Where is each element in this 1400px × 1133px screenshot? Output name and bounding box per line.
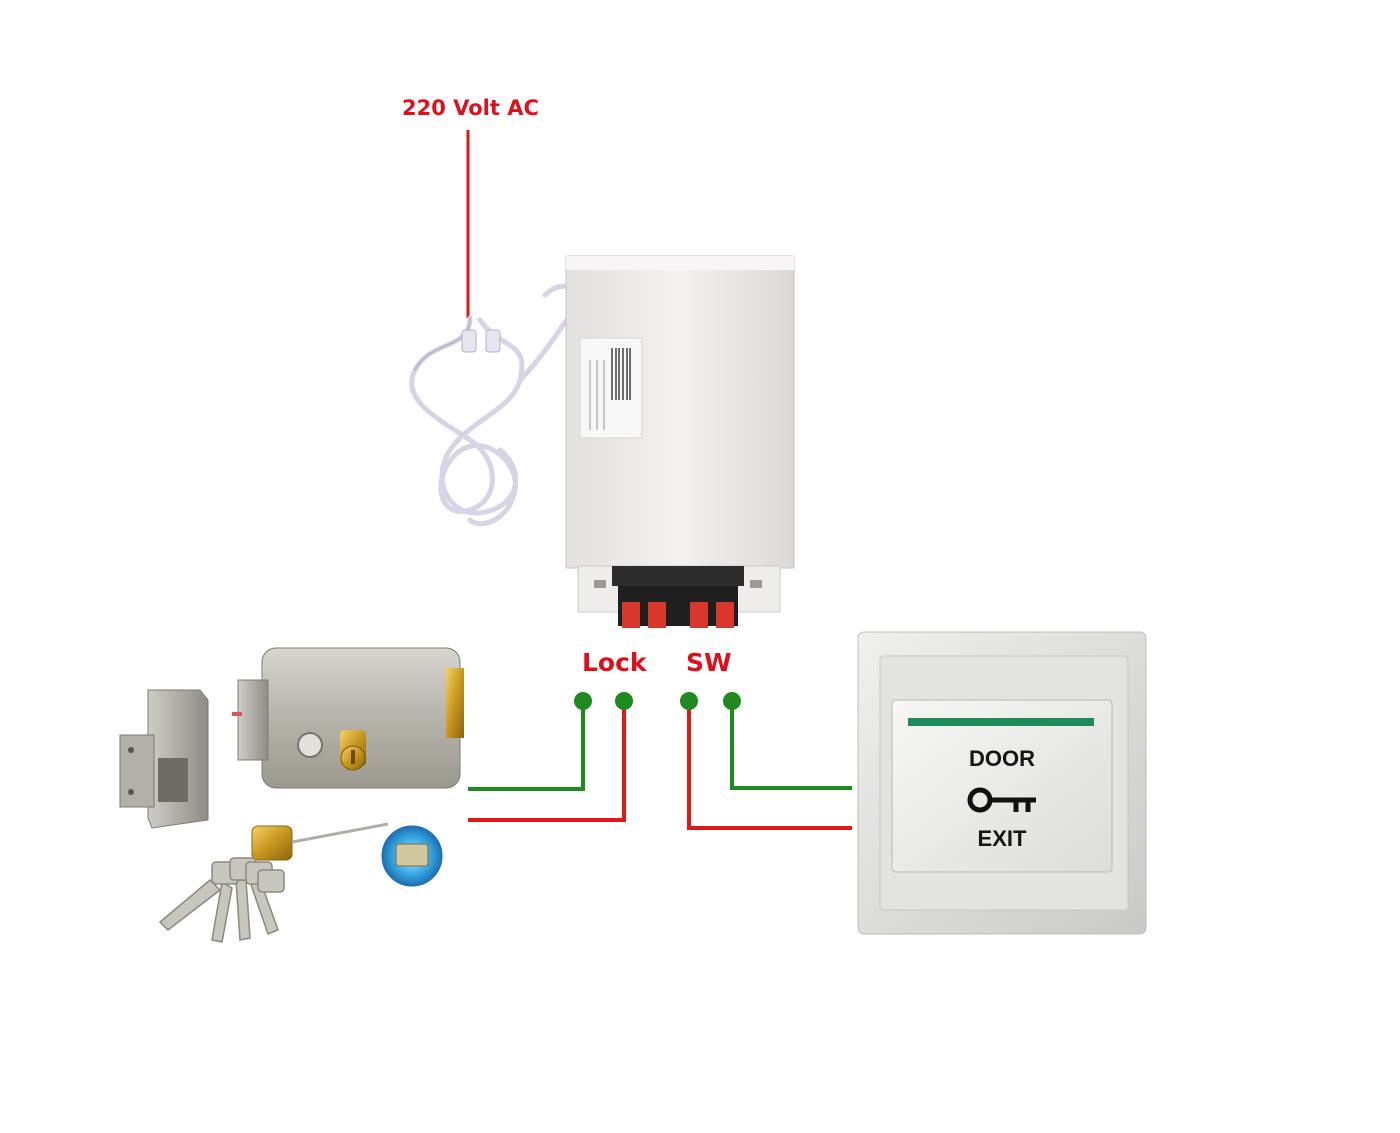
spare-cylinder-icon (251, 822, 389, 861)
switch-terminal-1 (680, 692, 698, 710)
power-plug-icon (461, 329, 477, 353)
key-icon (967, 787, 1036, 813)
exit-push-button[interactable] (891, 699, 1113, 873)
lock-wire-red (468, 705, 626, 822)
key-set-icon (158, 822, 443, 943)
switch-wires (687, 705, 852, 830)
terminal-block (577, 565, 781, 628)
switch-terminal-label: SW (686, 648, 732, 677)
blue-key-tag-icon (381, 825, 443, 887)
lock-terminal-1 (574, 692, 592, 710)
lock-button-icon (297, 732, 323, 758)
lock-wire-green (468, 705, 585, 791)
power-input-label: 220 Volt AC (402, 96, 539, 120)
key-cylinder-icon (340, 730, 366, 771)
lock-terminal-label: Lock (582, 648, 647, 677)
switch-terminal-2 (723, 692, 741, 710)
switch-wire-green (730, 705, 852, 790)
lock-wires (468, 705, 626, 822)
door-text: DOOR (969, 746, 1035, 771)
power-cord-icon (409, 283, 583, 527)
power-plug-icon (485, 329, 501, 353)
led-strip (908, 718, 1094, 726)
power-supply-unit (565, 255, 795, 628)
lock-body (232, 647, 464, 789)
exit-button-unit: DOOR EXIT (857, 631, 1147, 935)
terminal-points (574, 692, 741, 710)
barcode-label-icon (579, 337, 643, 439)
exit-text: EXIT (978, 826, 1027, 851)
electric-lock (119, 647, 464, 829)
switch-wire-red (687, 705, 852, 830)
strike-plate (119, 689, 209, 829)
lock-terminal-2 (615, 692, 633, 710)
